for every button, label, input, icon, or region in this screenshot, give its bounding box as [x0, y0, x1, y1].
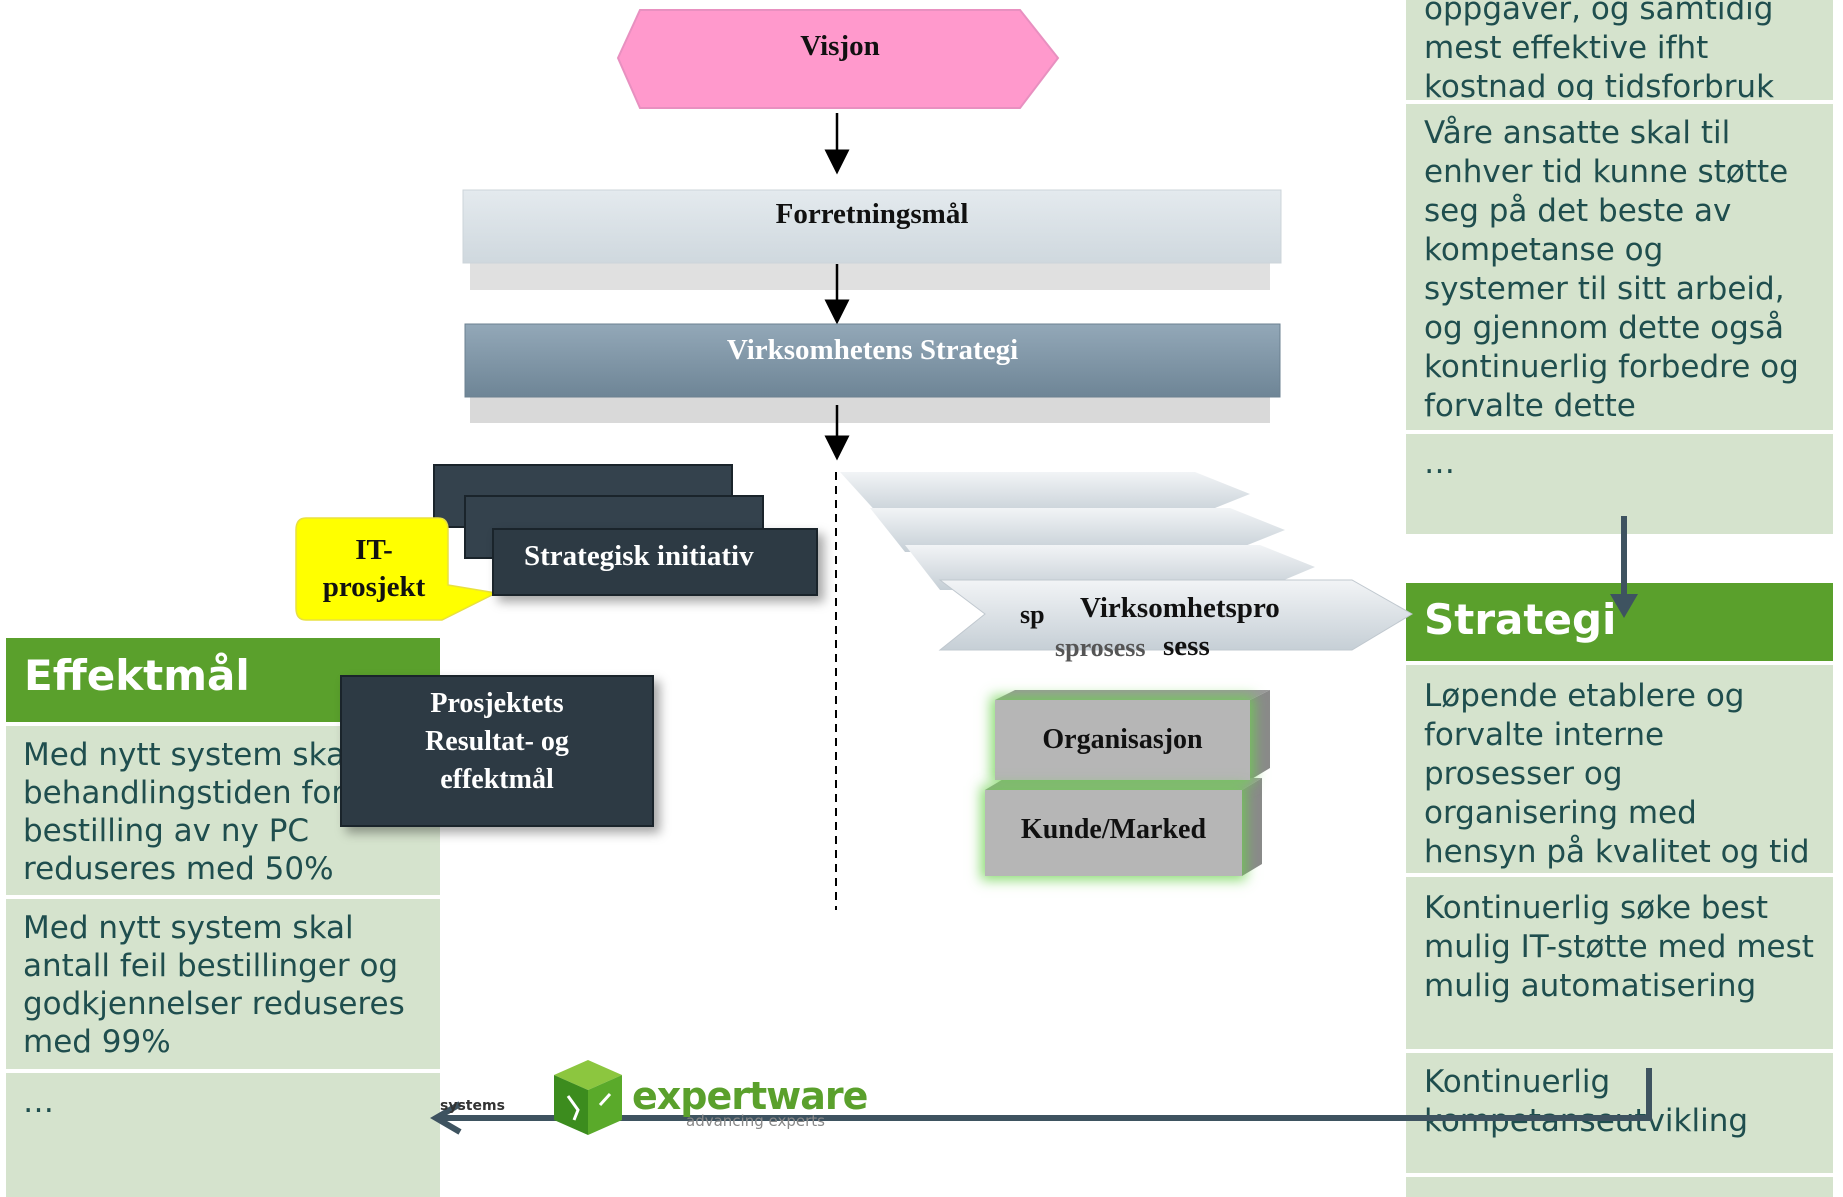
effektmal-cell-2: Med nytt system skal antall feil bestill… [6, 899, 440, 1069]
divider [1406, 1173, 1833, 1177]
process-chevron-2 [870, 508, 1285, 552]
effektmal-cell-2-text: Med nytt system skal antall feil bestill… [23, 910, 405, 1060]
right-cell-2-text: Våre ansatte skal til enhver tid kunne s… [1424, 115, 1799, 424]
process-chevron-1 [840, 472, 1250, 516]
strategi-cell-2: Kontinuerlig søke best mulig IT-støtte m… [1406, 877, 1833, 1049]
logo-tagline: advancing experts [686, 1112, 825, 1130]
strategi-band [464, 323, 1281, 398]
organisasjon-label: Organisasjon [1042, 724, 1203, 755]
process-partial-label-1: sp [1020, 600, 1045, 629]
arrow-right-down-head [1610, 594, 1638, 618]
forretningsmal-band [462, 189, 1282, 264]
divider [1406, 430, 1833, 434]
logo-cube-icon [554, 1060, 622, 1135]
it-prosjekt-line-2: prosjekt [322, 571, 426, 603]
divider [1406, 100, 1833, 104]
right-cell-1: oppgaver, og samtidig mest effektive ifh… [1406, 0, 1833, 100]
prosjektets-mal-line-1: Prosjektets [430, 688, 564, 719]
organisasjon-top [995, 690, 1270, 700]
prosjektets-mal-line-2: Resultat- og [425, 726, 569, 757]
visjon-label: Visjon [800, 30, 880, 62]
virksomhetsprosess-label-end: sess [1163, 630, 1210, 662]
process-chevron-3 [905, 545, 1315, 590]
strategisk-initiativ-box: Strategisk initiativ [492, 528, 818, 596]
strategi-cell-1: Løpende etablere og forvalte interne pro… [1406, 665, 1833, 873]
kunde-marked-box: Kunde/Marked [985, 790, 1242, 876]
strategi-cell-3: Kontinuerlig kompetanseutvikling [1406, 1053, 1833, 1173]
it-prosjekt-line-1: IT- [355, 534, 393, 566]
effektmal-cell-3-text: … [23, 1084, 54, 1120]
divider [1406, 661, 1833, 665]
process-chevron-front [938, 579, 1413, 651]
return-arrow [440, 1068, 1652, 1121]
divider [1406, 873, 1833, 877]
organisasjon-side [1250, 690, 1270, 780]
strategi-cell-1-text: Løpende etablere og forvalte interne pro… [1424, 678, 1810, 870]
it-prosjekt-label: IT- prosjekt [300, 532, 448, 606]
right-cell-3-text: … [1424, 445, 1455, 481]
return-arrow-head [430, 1101, 462, 1135]
strategi-cell-4 [1406, 1177, 1833, 1197]
strategisk-initiativ-label: Strategisk initiativ [524, 540, 754, 572]
it-prosjekt-callout-shape [295, 517, 499, 621]
strategi-header-text: Strategi [1424, 595, 1617, 644]
strategi-cell-2-text: Kontinuerlig søke best mulig IT-støtte m… [1424, 890, 1814, 1004]
kunde-top [985, 778, 1262, 790]
virksomhetens-strategi-label: Virksomhetens Strategi [726, 334, 1019, 366]
virksomhetsprosess-label: Virksomhetspro [1080, 592, 1280, 624]
organisasjon-box: Organisasjon [995, 700, 1250, 780]
divider [1406, 1049, 1833, 1053]
effektmal-header-text: Effektmål [24, 651, 250, 700]
kunde-side [1242, 778, 1262, 876]
forretningsmal-label: Forretningsmål [775, 198, 969, 230]
process-partial-label-2: sprosess [1055, 633, 1146, 662]
visjon-shape [616, 9, 1060, 109]
prosjektets-mal-box: Prosjektets Resultat- og effektmål [340, 675, 654, 827]
effektmal-cell-1-text: Med nytt system skal behandlingstiden fo… [23, 737, 354, 887]
logo-name: expertware [632, 1074, 868, 1118]
logo-partial-text: systems [440, 1098, 505, 1114]
kunde-marked-label: Kunde/Marked [1020, 814, 1207, 845]
prosjektets-mal-line-3: effektmål [440, 764, 554, 795]
right-cell-3: … [1406, 434, 1833, 534]
right-cell-1-text: oppgaver, og samtidig mest effektive ifh… [1424, 0, 1775, 100]
right-cell-2: Våre ansatte skal til enhver tid kunne s… [1406, 104, 1833, 430]
effektmal-cell-3: … [6, 1073, 440, 1197]
